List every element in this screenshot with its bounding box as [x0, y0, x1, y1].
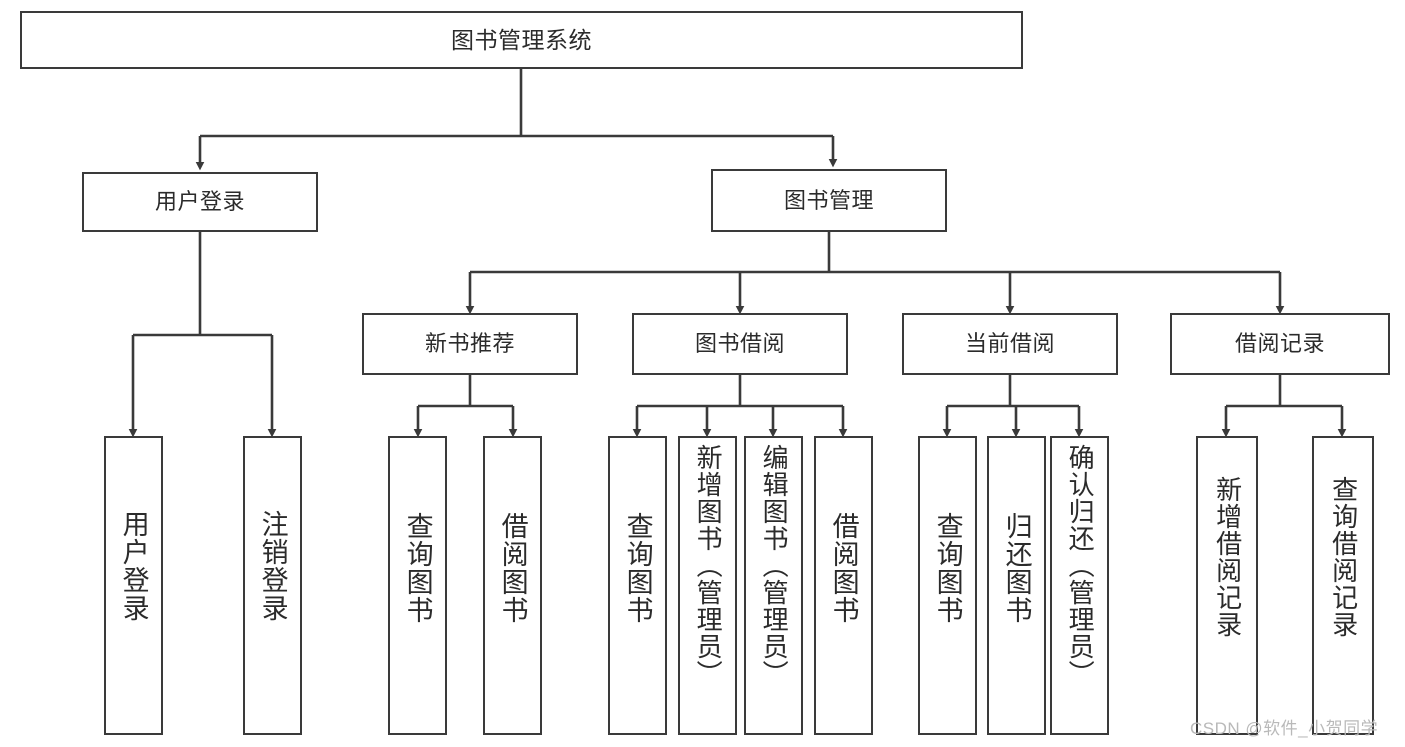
node-label: 用户登录 [154, 189, 245, 214]
node-label: 确认归还（管理员） [1065, 444, 1096, 687]
csdn-watermark: CSDN @软件_小贺同学 [1190, 719, 1379, 738]
node-current-borrow[interactable]: 当前借阅 [902, 313, 1118, 375]
node-label: 编辑图书（管理员） [759, 444, 790, 687]
node-leaf-add-book[interactable]: 新增图书（管理员） [678, 436, 737, 735]
node-label: 新增借阅记录 [1212, 476, 1243, 638]
node-book-borrow[interactable]: 图书借阅 [632, 313, 848, 375]
node-label: 图书借阅 [694, 331, 785, 356]
node-leaf-query-record[interactable]: 查询借阅记录 [1312, 436, 1374, 735]
node-new-book-recommend[interactable]: 新书推荐 [362, 313, 578, 375]
node-leaf-add-record[interactable]: 新增借阅记录 [1196, 436, 1258, 735]
node-leaf-borrow-book-1[interactable]: 借阅图书 [483, 436, 542, 735]
node-book-management[interactable]: 图书管理 [711, 169, 947, 232]
node-label: 查询借阅记录 [1328, 476, 1359, 638]
node-label: 借阅记录 [1234, 331, 1325, 356]
node-label: 查询图书 [932, 512, 963, 624]
node-label: 查询图书 [622, 512, 653, 624]
node-leaf-user-login[interactable]: 用户登录 [104, 436, 163, 735]
node-label: 归还图书 [1001, 512, 1032, 624]
node-leaf-confirm-return[interactable]: 确认归还（管理员） [1050, 436, 1109, 735]
node-leaf-return-book[interactable]: 归还图书 [987, 436, 1046, 735]
node-label: 当前借阅 [964, 331, 1055, 356]
node-leaf-borrow-book-2[interactable]: 借阅图书 [814, 436, 873, 735]
node-leaf-query-book-3[interactable]: 查询图书 [918, 436, 977, 735]
node-label: 借阅图书 [497, 512, 528, 624]
node-label: 用户登录 [118, 510, 149, 622]
node-label: 新增图书（管理员） [693, 444, 724, 687]
node-label: 借阅图书 [828, 512, 859, 624]
node-root[interactable]: 图书管理系统 [20, 11, 1023, 69]
node-leaf-edit-book[interactable]: 编辑图书（管理员） [744, 436, 803, 735]
node-leaf-query-book-2[interactable]: 查询图书 [608, 436, 667, 735]
node-label: 图书管理 [783, 187, 874, 213]
node-label: 查询图书 [402, 512, 433, 624]
node-user-login[interactable]: 用户登录 [82, 172, 318, 232]
node-leaf-logout-login[interactable]: 注销登录 [243, 436, 302, 735]
node-label: 注销登录 [257, 510, 288, 622]
node-leaf-query-book-1[interactable]: 查询图书 [388, 436, 447, 735]
node-borrow-record[interactable]: 借阅记录 [1170, 313, 1390, 375]
node-label: 新书推荐 [424, 331, 515, 356]
node-label: 图书管理系统 [451, 26, 592, 53]
